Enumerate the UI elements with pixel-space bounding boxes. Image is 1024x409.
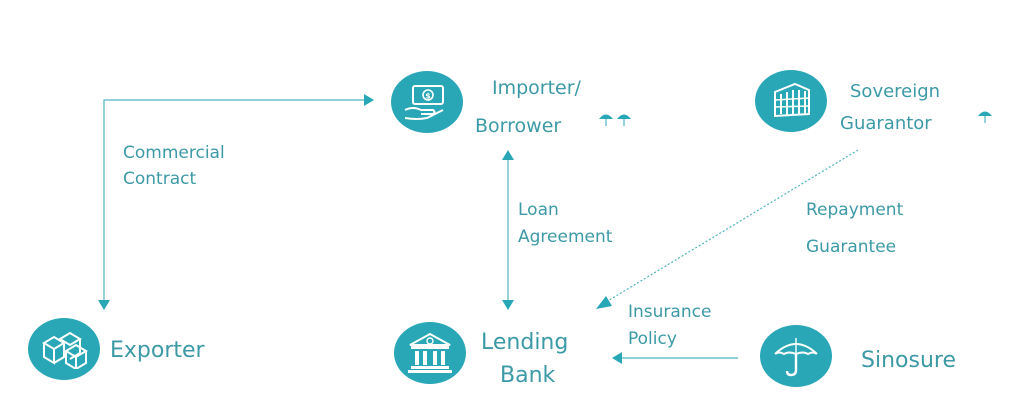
- arrow-guarantee-to-bank: [596, 296, 612, 309]
- small-umbrella-icon: [978, 111, 992, 123]
- arrow-to-exporter: [98, 300, 110, 310]
- building-icon: [774, 82, 810, 118]
- sovereign-label-line1: Sovereign: [850, 81, 941, 102]
- loan-agreement-label-line1: Loan: [518, 200, 559, 220]
- sovereign-node-icon-circle: [755, 70, 827, 132]
- bank-label-line1: Lending: [481, 330, 569, 355]
- insurance-policy-label-line1: Insurance: [628, 302, 712, 322]
- commercial-contract-label-line2: Contract: [123, 169, 197, 189]
- repayment-guarantee-line: [605, 149, 859, 303]
- bank-node-icon-circle: [394, 322, 466, 384]
- arrow-to-bank: [502, 300, 514, 310]
- small-umbrella-icon: [599, 114, 613, 126]
- insurance-policy-label-line2: Policy: [628, 329, 677, 349]
- importer-label-line2: Borrower: [475, 115, 562, 137]
- exporter-node-icon-circle: [28, 318, 100, 380]
- commercial-contract-label-line1: Commercial: [123, 143, 225, 163]
- importer-node-icon-circle: $: [391, 71, 463, 133]
- importer-label-line1: Importer/: [492, 77, 581, 99]
- arrow-policy-to-bank: [612, 352, 622, 364]
- small-umbrella-icon: [617, 114, 631, 126]
- money-hand-icon: $: [404, 85, 444, 120]
- svg-text:$: $: [425, 92, 431, 101]
- boxes-icon: [42, 331, 88, 369]
- loan-agreement-label-line2: Agreement: [518, 227, 613, 247]
- umbrella-icon: [774, 338, 818, 377]
- exporter-label: Exporter: [110, 338, 205, 363]
- repayment-guarantee-label-line2: Guarantee: [806, 237, 897, 257]
- sovereign-label-line2: Guarantor: [840, 113, 932, 134]
- commercial-contract-line: [103, 99, 364, 300]
- arrow-to-importer: [364, 94, 374, 106]
- arrow-to-borrower: [502, 150, 514, 160]
- bank-icon: [408, 332, 452, 373]
- repayment-guarantee-label-line1: Repayment: [806, 200, 904, 220]
- sinosure-label: Sinosure: [861, 348, 956, 373]
- sinosure-node-icon-circle: [760, 325, 832, 387]
- bank-label-line2: Bank: [500, 363, 556, 388]
